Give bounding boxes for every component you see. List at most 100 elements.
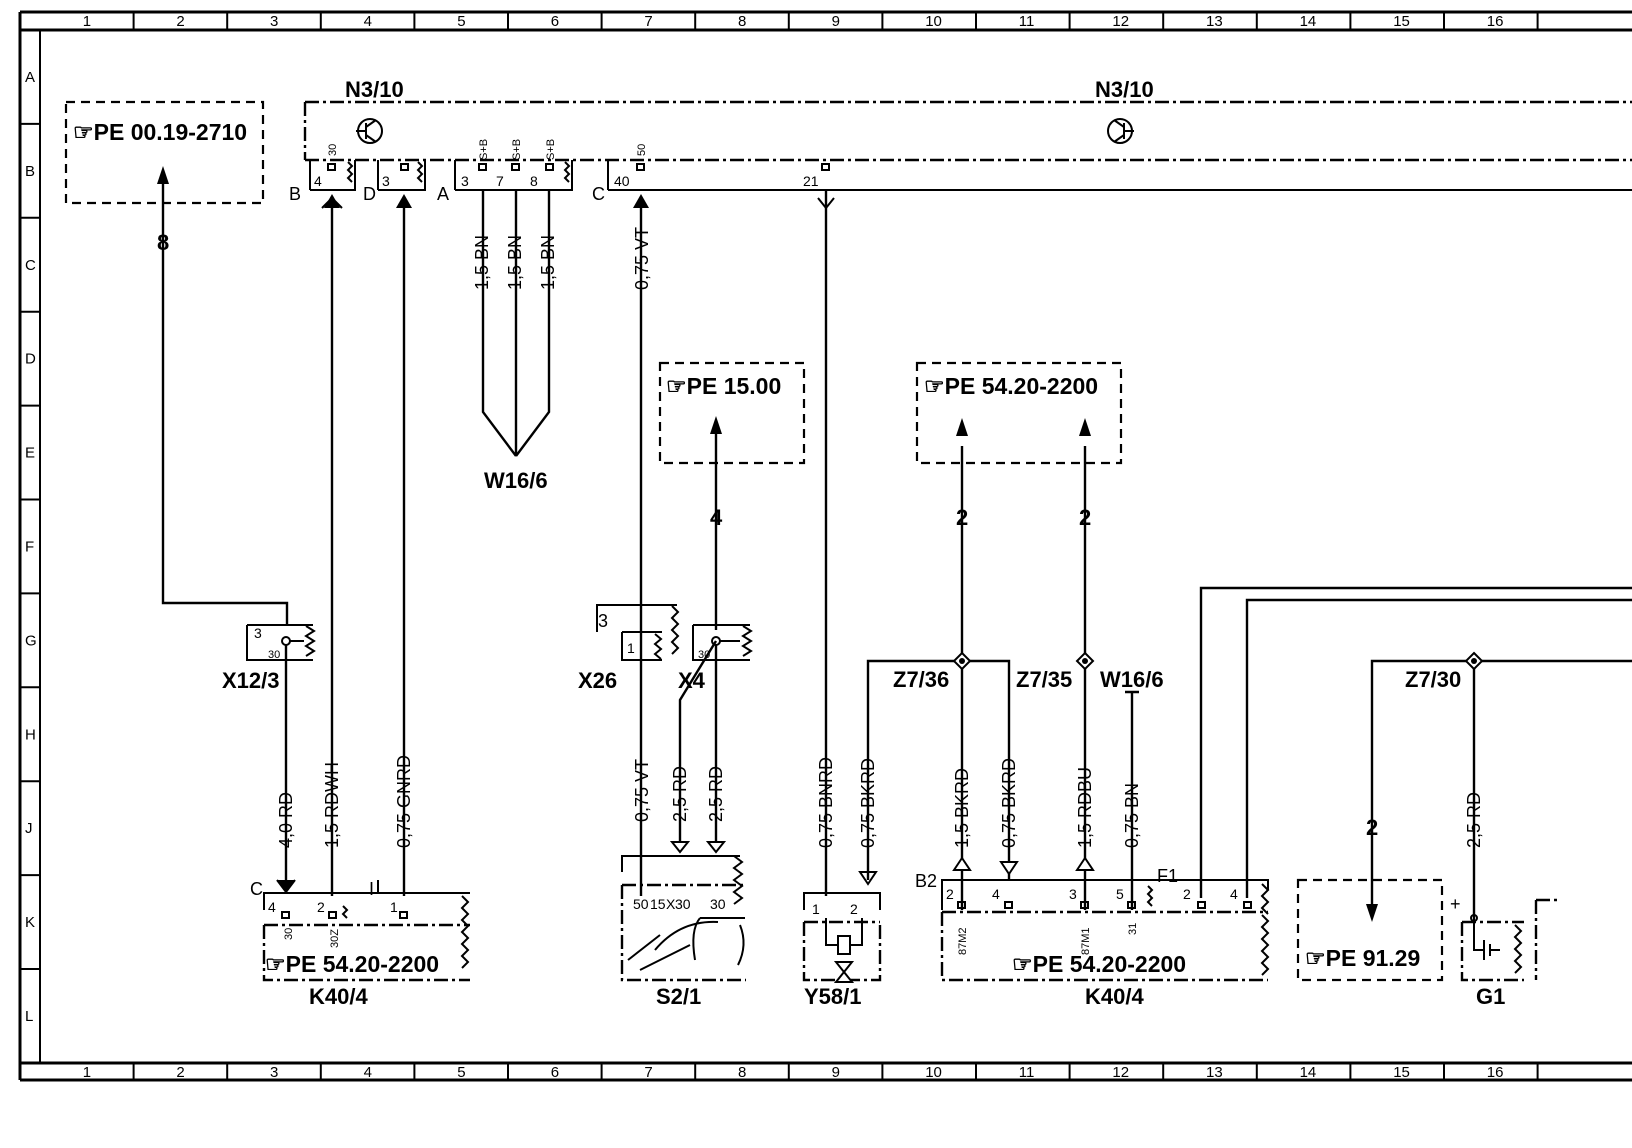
column-label: 4 bbox=[364, 13, 372, 30]
row-label: E bbox=[25, 445, 35, 462]
svg-text:0,75 BKRD: 0,75 BKRD bbox=[858, 758, 878, 848]
svg-text:I: I bbox=[369, 879, 374, 899]
svg-text:K40/4: K40/4 bbox=[309, 984, 368, 1009]
k40-4-left: C I 4 2 1 30 30Z ☞PE 54.20-2200 K40/4 bbox=[250, 879, 470, 1009]
svg-text:X: X bbox=[666, 896, 676, 912]
svg-text:☞PE 00.19-2710: ☞PE 00.19-2710 bbox=[73, 119, 247, 145]
column-label: 3 bbox=[270, 1064, 278, 1081]
svg-text:3: 3 bbox=[598, 611, 608, 631]
column-label: 1 bbox=[83, 13, 91, 30]
svg-text:30: 30 bbox=[268, 649, 280, 661]
column-label: 4 bbox=[364, 1064, 372, 1081]
ref-pe-54-20-top: ☞PE 54.20-2200 2 2 bbox=[915, 361, 1123, 530]
w16-6-label: W16/6 bbox=[484, 468, 548, 493]
svg-text:C: C bbox=[250, 879, 263, 899]
svg-text:31: 31 bbox=[1127, 923, 1139, 935]
svg-text:F1: F1 bbox=[1157, 866, 1178, 886]
svg-text:8: 8 bbox=[157, 230, 169, 255]
s2-1-switch: 50 15 X 30 30 S2/1 bbox=[620, 855, 746, 1009]
svg-text:X12/3: X12/3 bbox=[222, 668, 280, 693]
connector-a: A 3 7 8 S+B S+B S+B bbox=[437, 139, 573, 204]
column-label: 5 bbox=[457, 13, 465, 30]
svg-text:3: 3 bbox=[382, 173, 390, 189]
svg-text:40: 40 bbox=[614, 173, 630, 189]
svg-text:S+B: S+B bbox=[478, 139, 490, 160]
ref-pe-91-29: ☞PE 91.29 bbox=[1296, 878, 1444, 982]
wire-rdwh: 1,5 RDWH bbox=[321, 194, 343, 896]
ref-pe-15-00: ☞PE 15.00 4 bbox=[658, 361, 806, 630]
svg-text:3: 3 bbox=[254, 625, 262, 641]
svg-text:Y58/1: Y58/1 bbox=[804, 984, 862, 1009]
drawing-frame bbox=[18, 10, 1632, 1082]
svg-text:0,75 GNRD: 0,75 GNRD bbox=[394, 755, 414, 848]
wire-gnrd: 0,75 GNRD bbox=[394, 194, 414, 896]
svg-text:2,5 RD: 2,5 RD bbox=[670, 766, 690, 822]
column-label: 8 bbox=[738, 13, 746, 30]
svg-text:87M2: 87M2 bbox=[957, 927, 969, 955]
svg-text:30: 30 bbox=[327, 144, 339, 156]
svg-text:2: 2 bbox=[317, 899, 325, 915]
svg-text:☞PE 54.20-2200: ☞PE 54.20-2200 bbox=[1012, 951, 1186, 977]
svg-text:C: C bbox=[592, 184, 605, 204]
svg-text:2: 2 bbox=[1183, 886, 1191, 902]
svg-text:0,75 VT: 0,75 VT bbox=[632, 759, 652, 822]
row-label: A bbox=[25, 69, 35, 86]
column-label: 15 bbox=[1393, 13, 1410, 30]
svg-text:0,75 BN: 0,75 BN bbox=[1122, 783, 1142, 848]
x4-connector: 30 X4 2,5 RD 2,5 RD bbox=[669, 624, 753, 854]
column-label: 14 bbox=[1300, 13, 1317, 30]
y58-1-valve: 1 2 Y58/1 bbox=[802, 871, 882, 1009]
column-label: 16 bbox=[1487, 1064, 1504, 1081]
svg-text:30Z: 30Z bbox=[329, 929, 341, 948]
svg-text:0,75 VT: 0,75 VT bbox=[632, 227, 652, 290]
svg-text:0,75 BKRD: 0,75 BKRD bbox=[999, 758, 1019, 848]
column-label: 1 bbox=[83, 1064, 91, 1081]
svg-text:4: 4 bbox=[314, 173, 322, 189]
svg-text:1: 1 bbox=[627, 640, 635, 656]
svg-text:30: 30 bbox=[698, 649, 710, 661]
wire-8-to-x12: 8 bbox=[157, 166, 289, 625]
svg-text:4: 4 bbox=[710, 505, 723, 530]
svg-text:2: 2 bbox=[1079, 505, 1091, 530]
svg-text:B: B bbox=[289, 184, 301, 204]
svg-text:1,5 RDWH: 1,5 RDWH bbox=[322, 762, 342, 848]
svg-text:7: 7 bbox=[496, 173, 504, 189]
svg-text:S+B: S+B bbox=[511, 139, 523, 160]
svg-text:G1: G1 bbox=[1476, 984, 1505, 1009]
svg-text:☞PE 91.29: ☞PE 91.29 bbox=[1305, 945, 1420, 971]
svg-text:1,5 BN: 1,5 BN bbox=[505, 235, 525, 290]
k40-4-right: B2 F1 2 4 3 5 2 4 87M2 87M1 31 ☞PE 54.20… bbox=[915, 586, 1632, 1009]
svg-text:4: 4 bbox=[1230, 886, 1238, 902]
svg-text:2: 2 bbox=[850, 901, 858, 917]
svg-text:21: 21 bbox=[803, 173, 819, 189]
row-label: F bbox=[25, 538, 34, 555]
x12-3-connector: 3 30 X12/3 4,0 RD bbox=[222, 624, 316, 880]
svg-text:8: 8 bbox=[530, 173, 538, 189]
transistor-icon bbox=[356, 118, 383, 144]
svg-text:☞PE 15.00: ☞PE 15.00 bbox=[666, 373, 781, 399]
svg-text:Z7/36: Z7/36 bbox=[893, 667, 949, 692]
svg-text:87M1: 87M1 bbox=[1080, 927, 1092, 955]
svg-text:4,0 RD: 4,0 RD bbox=[276, 792, 296, 848]
connector-c: C 40 50 21 bbox=[592, 144, 1632, 204]
svg-text:A: A bbox=[437, 184, 449, 204]
svg-text:50: 50 bbox=[636, 144, 648, 156]
z7-30-splice: Z7/30 2 2,5 RD bbox=[1366, 651, 1632, 922]
z7-35-splice: Z7/35 1,5 RDBU bbox=[1016, 446, 1095, 910]
column-label: 9 bbox=[832, 1064, 840, 1081]
svg-text:☞PE 54.20-2200: ☞PE 54.20-2200 bbox=[924, 373, 1098, 399]
row-label: L bbox=[25, 1008, 33, 1025]
svg-text:1,5 BKRD: 1,5 BKRD bbox=[952, 768, 972, 848]
wire-vt: 0,75 VT 0,75 VT bbox=[632, 194, 652, 896]
column-label: 9 bbox=[832, 13, 840, 30]
column-label: 5 bbox=[457, 1064, 465, 1081]
connector-d: D 3 bbox=[363, 160, 426, 204]
svg-text:S+B: S+B bbox=[545, 139, 557, 160]
row-label: K bbox=[25, 914, 35, 931]
svg-text:B2: B2 bbox=[915, 871, 937, 891]
column-label: 6 bbox=[551, 13, 559, 30]
svg-text:3: 3 bbox=[1069, 886, 1077, 902]
column-label: 6 bbox=[551, 1064, 559, 1081]
n3-10-label-left: N3/10 bbox=[345, 77, 404, 102]
